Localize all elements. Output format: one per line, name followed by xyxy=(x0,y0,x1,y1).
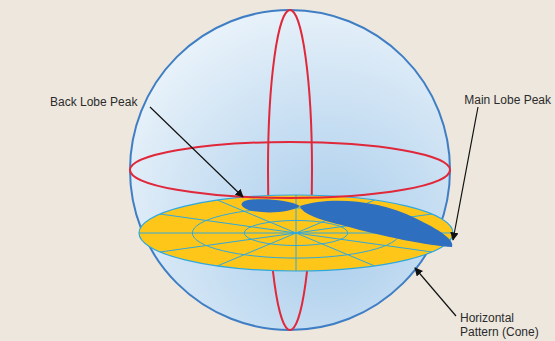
vertical-ring xyxy=(268,10,312,330)
leader-line xyxy=(453,107,478,240)
callout-label: Main Lobe Peak xyxy=(464,93,551,107)
callout-label: Horizontal Pattern (Cone) xyxy=(460,311,540,339)
leader-line xyxy=(415,268,456,316)
sphere xyxy=(130,10,450,330)
horizontal-ring xyxy=(130,142,450,198)
callout-label: Back Lobe Peak xyxy=(50,95,137,109)
horizontal-cone xyxy=(139,195,453,271)
main-lobe xyxy=(300,201,452,247)
leader-line xyxy=(150,107,243,197)
back-lobe xyxy=(242,199,300,212)
